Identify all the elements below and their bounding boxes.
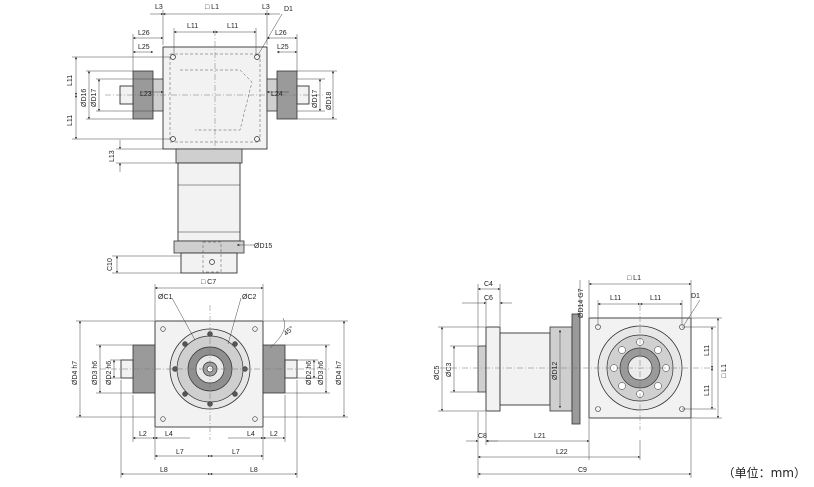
label-d3-left: ØD3 h6 bbox=[92, 361, 99, 385]
side-motor-body bbox=[499, 332, 551, 406]
label-d16: ØD16 bbox=[81, 89, 88, 107]
label-l1: □ L1 bbox=[205, 4, 219, 11]
label-l2-left: L2 bbox=[139, 431, 147, 438]
label-l1-vertical: □ L1 bbox=[721, 364, 728, 378]
label-d1: D1 bbox=[284, 6, 293, 13]
label-d2-left: ØD2 h6 bbox=[106, 361, 113, 385]
front-view: □ C7 ØC1 ØC2 45° ØD4 h7 ØD3 h6 ØD2 h6 ØD… bbox=[72, 279, 348, 478]
label-l4-left: L4 bbox=[165, 431, 173, 438]
unit-note: （单位：mm） bbox=[722, 466, 806, 480]
label-l3-right: L3 bbox=[262, 4, 270, 11]
label-l11-right: L11 bbox=[227, 23, 238, 30]
label-c8: C8 bbox=[478, 433, 487, 440]
label-l11-side-bottom: L11 bbox=[67, 115, 74, 126]
side-input-shaft bbox=[477, 345, 487, 393]
label-d1-side: D1 bbox=[691, 293, 700, 300]
label-l11-side-right: L11 bbox=[650, 295, 661, 302]
label-l24: L24 bbox=[271, 91, 283, 98]
label-l23: L23 bbox=[140, 91, 152, 98]
label-c6: C6 bbox=[484, 295, 493, 302]
label-l21: L21 bbox=[534, 433, 546, 440]
label-l11-left: L11 bbox=[187, 23, 198, 30]
label-l26-right: L26 bbox=[275, 30, 287, 37]
top-motor-flange bbox=[173, 240, 245, 254]
top-view: L3 □ L1 L3 D1 L11 L11 L26 L26 L25 L25 L1… bbox=[67, 4, 337, 274]
label-l22: L22 bbox=[556, 449, 568, 456]
top-input-shaft bbox=[180, 252, 238, 274]
label-l25-left: L25 bbox=[138, 44, 150, 51]
label-l4-right: L4 bbox=[247, 431, 255, 438]
label-l7-right: L7 bbox=[232, 449, 240, 456]
label-angle: 45° bbox=[282, 324, 295, 337]
label-l11-side-top: L11 bbox=[67, 75, 74, 86]
label-l11-v-top: L11 bbox=[704, 345, 711, 356]
label-l2-right: L2 bbox=[270, 431, 278, 438]
label-c9: C9 bbox=[578, 467, 587, 474]
side-output-flange bbox=[571, 313, 581, 425]
label-l13: L13 bbox=[109, 150, 116, 162]
label-c10: C10 bbox=[107, 258, 114, 271]
side-view: C4 C6 ØD14 G7 □ L1 L11 L11 D1 ØC5 ØC3 ØD… bbox=[434, 275, 728, 478]
label-l3-left: L3 bbox=[155, 4, 163, 11]
label-d3-right: ØD3 h6 bbox=[318, 361, 325, 385]
label-c1: ØC1 bbox=[158, 294, 173, 301]
label-l11-side-left: L11 bbox=[610, 295, 621, 302]
label-d2-right: ØD2 h6 bbox=[306, 361, 313, 385]
label-d17-right: ØD17 bbox=[312, 90, 319, 108]
label-c7: □ C7 bbox=[201, 279, 216, 286]
label-l25-right: L25 bbox=[277, 44, 289, 51]
label-l8-left: L8 bbox=[160, 467, 168, 474]
label-l11-v-bottom: L11 bbox=[704, 385, 711, 396]
label-l1-side: □ L1 bbox=[627, 275, 641, 282]
label-c2: ØC2 bbox=[242, 294, 257, 301]
label-d4-left: ØD4 h7 bbox=[72, 361, 79, 385]
top-motor-body bbox=[177, 162, 241, 242]
label-d17-left: ØD17 bbox=[91, 89, 98, 107]
label-d18: ØD18 bbox=[326, 92, 333, 110]
label-l7-left: L7 bbox=[176, 449, 184, 456]
label-c4: C4 bbox=[484, 281, 493, 288]
label-l26-left: L26 bbox=[138, 30, 150, 37]
label-l8-right: L8 bbox=[250, 467, 258, 474]
label-d15: ØD15 bbox=[254, 243, 272, 250]
label-d12: ØD12 bbox=[552, 362, 559, 380]
label-c5: ØC5 bbox=[434, 366, 441, 381]
label-d14: ØD14 G7 bbox=[578, 288, 585, 318]
label-d4-right: ØD4 h7 bbox=[336, 361, 343, 385]
top-adapter bbox=[175, 148, 243, 164]
label-c3: ØC3 bbox=[446, 363, 453, 378]
side-input-flange bbox=[485, 326, 501, 412]
front-bolt-circle bbox=[172, 331, 248, 407]
